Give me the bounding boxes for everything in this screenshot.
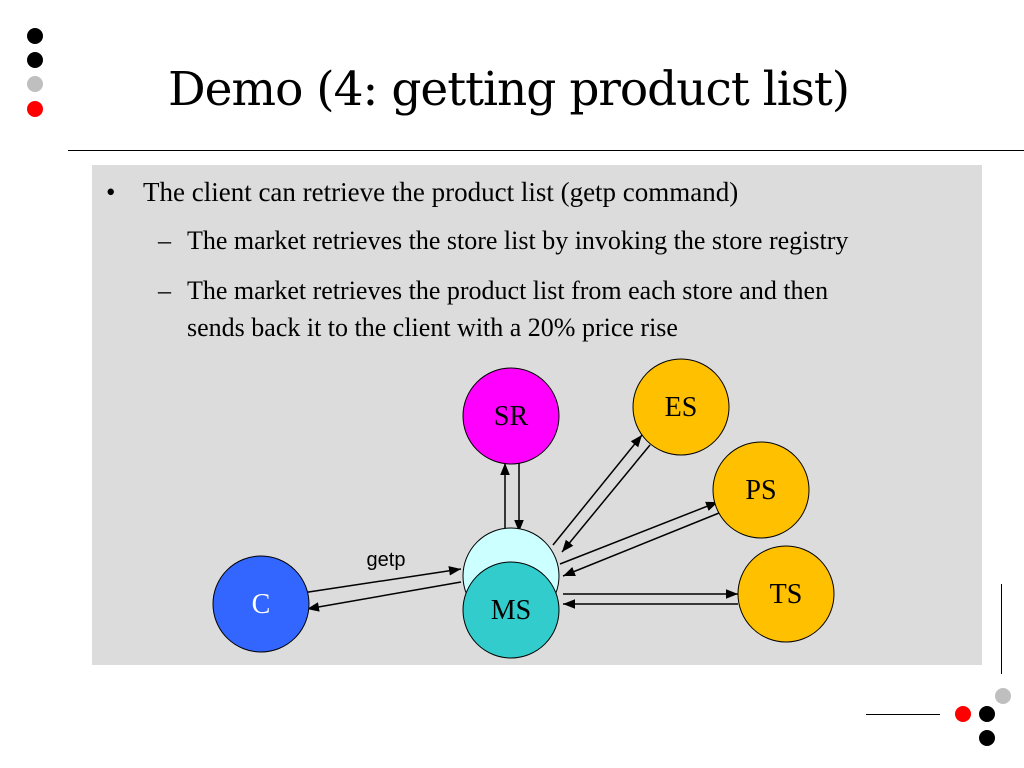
edge-ms-to-c [306, 581, 462, 612]
bullet-text-1: The client can retrieve the product list… [143, 177, 739, 207]
decor-dot-red [27, 101, 43, 117]
decor-dot-black-1 [27, 28, 43, 44]
node-ts [737, 545, 835, 643]
node-sr [462, 367, 560, 465]
edge-ps-to-ms [562, 510, 725, 577]
node-sr-label: SR [494, 401, 529, 432]
bullet-text-2: The market retrieves the store list by i… [187, 226, 849, 255]
edge-c-to-ms [301, 566, 462, 594]
title-divider [68, 150, 1024, 151]
decor-horizontal-line [866, 714, 940, 715]
node-es [632, 358, 730, 456]
edge-ms-to-es [552, 434, 643, 546]
slide-title: Demo (4: getting product list) [168, 62, 850, 117]
bullet-marker-2: – [158, 226, 171, 255]
decor-dot-black-br-2 [979, 730, 995, 746]
edge-label-getp: getp [367, 549, 406, 571]
bullet-marker-3: – [158, 276, 171, 305]
node-ms-label: MS [491, 595, 531, 626]
decor-dot-red-br [955, 706, 971, 722]
decor-dot-gray-br [995, 688, 1011, 704]
node-ps-label: PS [745, 475, 776, 506]
node-c [212, 555, 310, 653]
bullet-marker-1: • [106, 177, 116, 207]
bullet-text-3: The market retrieves the product list fr… [187, 276, 829, 305]
edge-ms-to-ps [559, 501, 719, 565]
node-ts-label: TS [770, 579, 803, 610]
decor-vertical-line [1001, 584, 1002, 674]
decor-dot-black-2 [27, 52, 43, 68]
node-ps [712, 441, 810, 539]
node-ms [462, 561, 560, 659]
decor-dot-gray [27, 76, 43, 92]
decor-dot-black-br-1 [979, 706, 995, 722]
bullet-text-3-continued: sends back it to the client with a 20% p… [187, 313, 678, 342]
node-es-label: ES [665, 392, 698, 423]
edge-es-to-ms [561, 444, 651, 553]
node-c-label: C [252, 589, 271, 620]
